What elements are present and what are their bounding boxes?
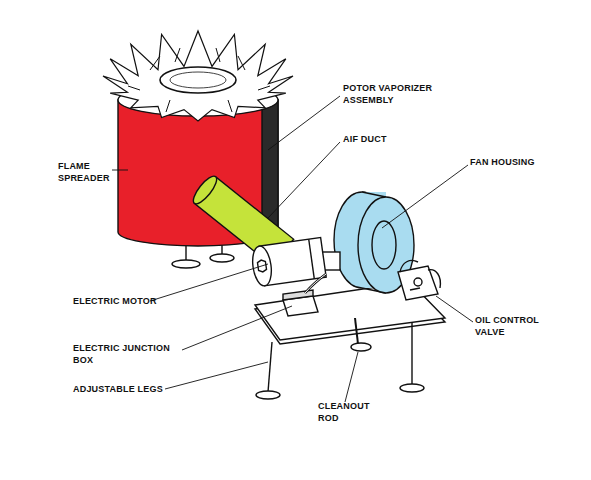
oil-valve-knob [414,278,422,286]
leader-line [345,352,358,402]
part-label: FAN HOUSING [470,156,585,168]
flame-ring [103,31,293,121]
leader-line [165,362,268,389]
fan-edge [362,192,386,197]
leader-line [182,306,292,350]
duct-end [190,173,221,207]
leader-line [112,170,128,171]
motor-wire-core [305,274,326,293]
part-label: AIF DUCT [343,133,463,145]
part-label: OIL CONTROL VALVE [475,314,549,338]
electric-motor [250,238,326,287]
oil-valve-body [398,266,438,300]
part-label: ADJUSTABLE LEGS [73,383,213,395]
leader-line [268,142,340,218]
part-label: ELECTRIC JUNCTION BOX [73,342,183,366]
vaporizer-opening [160,67,236,93]
leader-line [436,296,473,322]
part-label: ELECTRIC MOTOR [73,295,213,307]
part-label: CLEANOUT ROD [318,400,378,424]
cleanout-handle [351,343,371,351]
leader-line [382,165,468,228]
leader-line [268,96,340,150]
leader-line [150,264,268,301]
motor-seam [309,239,315,279]
leg-foot [172,260,200,268]
flame-tongues [128,48,270,112]
cleanout-rod [355,318,358,344]
leg-foot [400,384,424,392]
part-label: POTOR VAPORIZER ASSEMBLY [343,82,435,106]
oil-valve-tube [400,260,440,290]
base-leg [411,322,412,385]
base-leg [268,342,272,392]
leg-foot [210,254,234,262]
motor-wire [305,274,326,293]
junction-lid [283,290,313,300]
vaporizer-inner [170,72,226,88]
leader-lines [112,96,473,402]
fan-inlet [372,221,396,269]
part-label: FLAME SPREADER [58,160,116,184]
leg-foot [256,391,280,399]
